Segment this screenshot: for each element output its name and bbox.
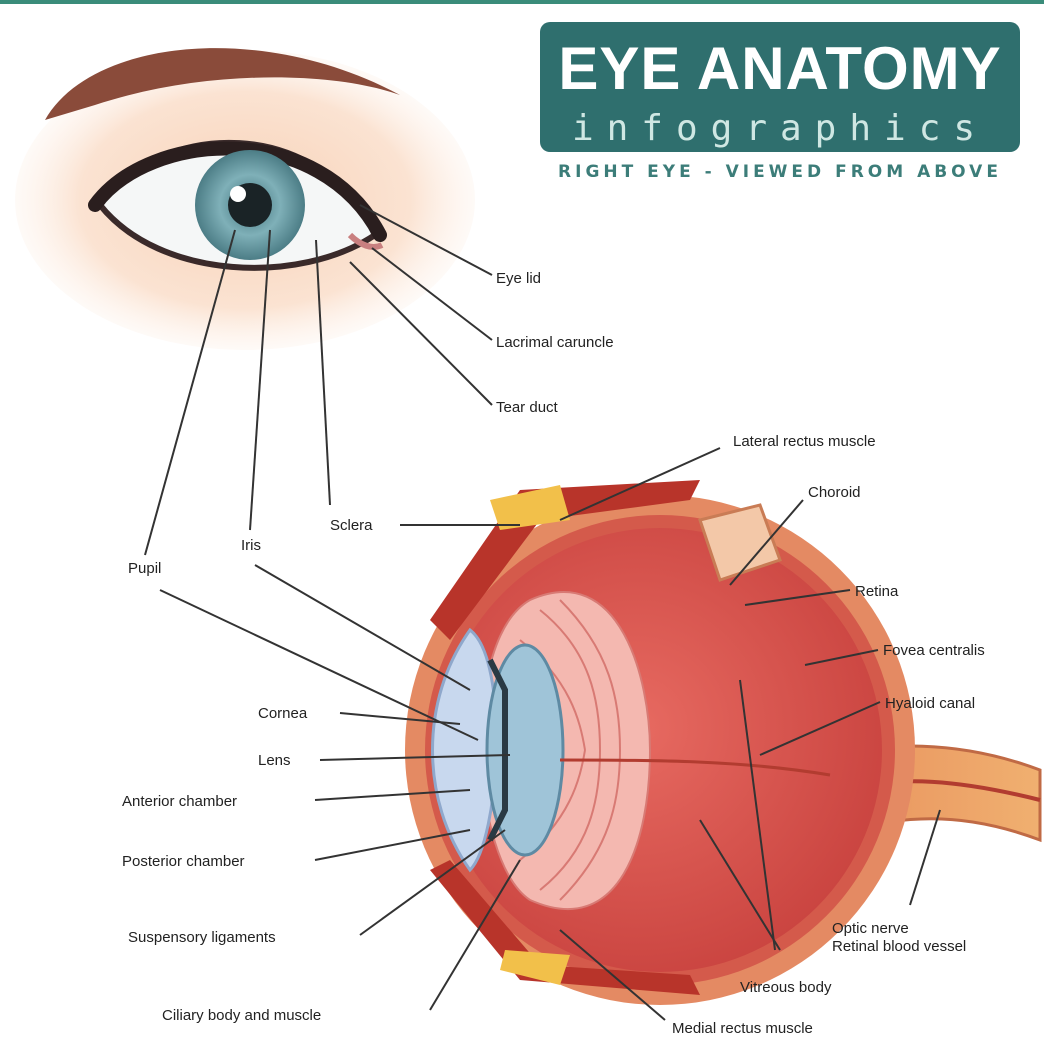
label-optic-nerve: Optic nerve <box>832 920 909 937</box>
label-lens: Lens <box>258 752 291 769</box>
label-hyaloid-canal: Hyaloid canal <box>885 695 975 712</box>
label-tear-duct: Tear duct <box>496 399 559 416</box>
external-eye <box>15 48 475 350</box>
label-anterior-chamber: Anterior chamber <box>122 793 237 810</box>
label-ciliary-body: Ciliary body and muscle <box>162 1007 321 1024</box>
label-retinal-blood-vessel: Retinal blood vessel <box>832 938 966 955</box>
label-suspensory-ligaments: Suspensory ligaments <box>128 929 276 946</box>
label-iris: Iris <box>241 537 261 554</box>
label-fovea-centralis: Fovea centralis <box>883 642 985 659</box>
label-pupil: Pupil <box>128 560 161 577</box>
label-lacrimal-caruncle: Lacrimal caruncle <box>496 334 614 351</box>
label-choroid: Choroid <box>808 484 861 501</box>
eyeball-cross-section <box>405 480 1040 1005</box>
label-sclera: Sclera <box>330 517 373 534</box>
label-medial-rectus: Medial rectus muscle <box>672 1020 813 1037</box>
label-retina: Retina <box>855 583 899 600</box>
label-vitreous-body: Vitreous body <box>740 979 832 996</box>
label-eye-lid: Eye lid <box>496 270 541 287</box>
label-cornea: Cornea <box>258 705 308 722</box>
label-posterior-chamber: Posterior chamber <box>122 853 245 870</box>
label-lateral-rectus: Lateral rectus muscle <box>733 433 876 450</box>
